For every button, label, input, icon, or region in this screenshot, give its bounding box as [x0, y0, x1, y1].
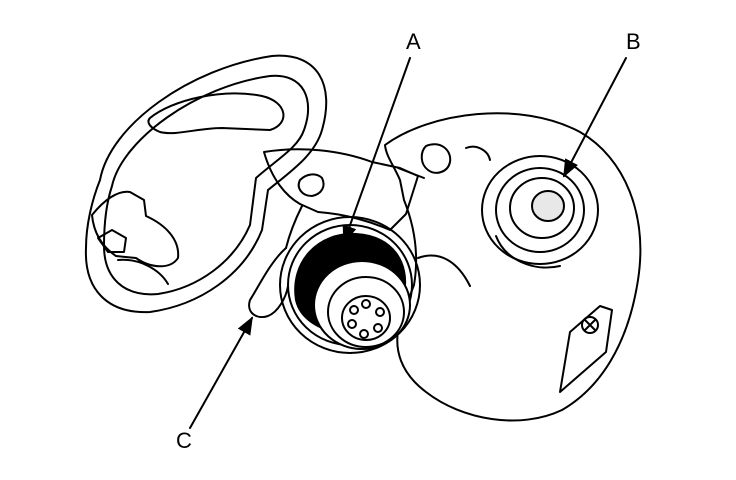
- cap-tether: [248, 205, 303, 318]
- fuel-cap: [279, 216, 421, 354]
- fuel-filler-door: [84, 54, 328, 314]
- callout-b-label: B: [626, 29, 641, 54]
- filler-neck: [481, 155, 599, 269]
- filler-housing: [384, 112, 642, 422]
- callout-a-leader: [342, 57, 411, 244]
- hinge-arm: [263, 148, 425, 231]
- callout-c-label: C: [176, 428, 192, 453]
- callout-b-leader: [563, 57, 627, 178]
- callout-a-label: A: [406, 29, 421, 54]
- callout-c-leader: [189, 316, 253, 429]
